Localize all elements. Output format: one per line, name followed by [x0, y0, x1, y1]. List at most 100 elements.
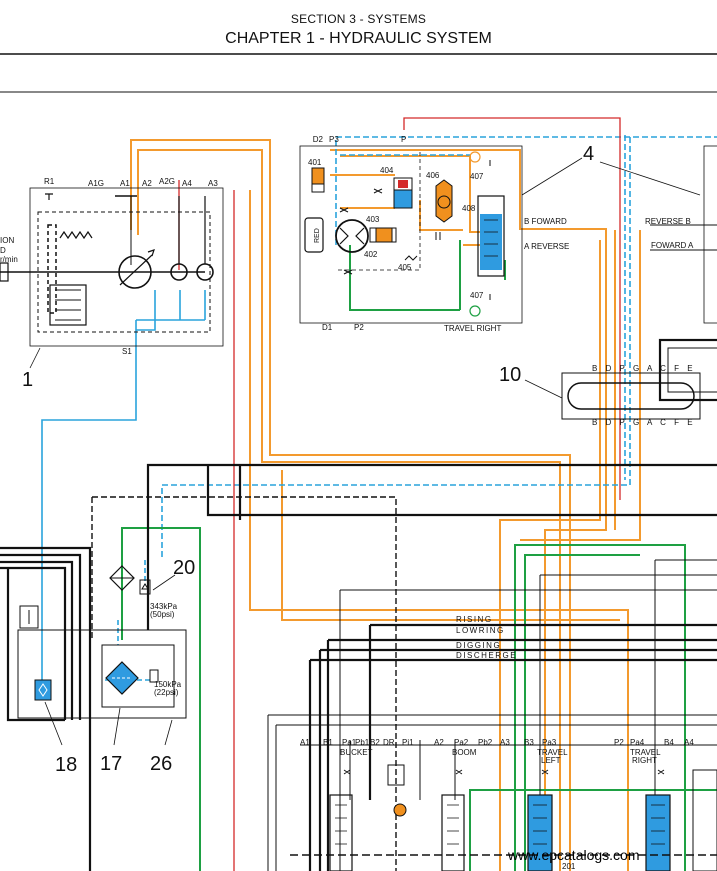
cv-b4: B4 — [664, 738, 674, 747]
label-343kpa: 343kPa — [150, 602, 178, 611]
pump-inner-border — [37, 211, 211, 333]
port-a2g: A2G — [159, 177, 175, 186]
port-p2: P2 — [354, 323, 364, 332]
cv-travel-right-2: RIGHT — [632, 756, 657, 765]
label-150kpa: 150kPa — [154, 680, 182, 689]
control-valve-assembly — [290, 764, 717, 871]
blue-tank-dashed — [105, 560, 150, 681]
cv-b1: B1 — [323, 738, 333, 747]
callout-20: 20 — [173, 557, 195, 579]
cv-201: 201 — [562, 862, 576, 871]
cv-travel-left-2: LEFT — [541, 756, 561, 765]
pump-block-border — [29, 187, 224, 347]
label-22psi: (22psi) — [154, 688, 179, 697]
callout-4: 4 — [583, 143, 594, 165]
oil-cooler — [109, 565, 135, 591]
label-digging: DIGGING — [456, 641, 501, 650]
cv-b3: B3 — [524, 738, 534, 747]
cv-pi1: Pi1 — [402, 738, 414, 747]
callout-4-leader-a — [521, 157, 583, 196]
cv-travel-left-1: TRAVEL — [537, 748, 568, 757]
pilot-line-labels: RISING LOWRING DIGGING DISCHERGE — [456, 615, 517, 660]
engine-text-3: r/min — [0, 255, 18, 264]
spool-next — [692, 769, 717, 871]
callout-numbers: 1 4 10 17 18 20 26 — [22, 143, 594, 776]
label-lowring: LOWRING — [456, 626, 505, 635]
travel-motor-left-assembly — [650, 145, 717, 402]
port-d1: D1 — [322, 323, 333, 332]
bypass-valve — [149, 669, 159, 683]
cv-bucket: BUCKET — [340, 748, 373, 757]
label-406: 406 — [426, 171, 440, 180]
label-407-bottom: 407 — [470, 291, 484, 300]
swivel-ports-bottom: B D P G A C F E — [592, 418, 696, 427]
valve-401 — [311, 167, 325, 185]
swivel-joint — [524, 372, 701, 420]
cv-boom: BOOM — [452, 748, 477, 757]
cv-pa2: Pa2 — [454, 738, 469, 747]
suction-strainer — [34, 679, 52, 701]
chapter-title: CHAPTER 1 - HYDRAULIC SYSTEM — [225, 30, 492, 47]
cv-pb2: Pb2 — [478, 738, 493, 747]
section-title: SECTION 3 - SYSTEMS — [290, 12, 427, 26]
spool-boom — [441, 794, 465, 871]
cv-dr: DR — [383, 738, 395, 747]
label-401: 401 — [308, 158, 322, 167]
callout-4-leader-b — [599, 161, 701, 196]
spool-travel-right — [645, 794, 671, 871]
cv-a4: A4 — [684, 738, 694, 747]
regulator-block — [49, 284, 87, 326]
label-travel-right: TRAVEL RIGHT — [444, 324, 501, 333]
pump-assembly — [0, 187, 224, 369]
valve-408 — [480, 214, 502, 270]
check-valve-20 — [139, 579, 151, 595]
label-rising: RISING — [456, 615, 493, 624]
callout-1: 1 — [22, 369, 33, 391]
label-a-reverse: A REVERSE — [524, 242, 569, 251]
spool-bucket — [329, 794, 353, 871]
cv-p2: P2 — [614, 738, 624, 747]
label-discherge: DISCHERGE — [456, 651, 517, 660]
watermark-text: www.epcatalogs.com — [507, 847, 640, 863]
cv-pa4: Pa4 — [630, 738, 645, 747]
callout-10: 10 — [499, 364, 521, 386]
travel-motor-assembly — [299, 145, 701, 324]
port-a2: A2 — [142, 179, 152, 188]
label-407-top: 407 — [470, 172, 484, 181]
black-main-lines — [0, 463, 717, 871]
port-a4: A4 — [182, 179, 192, 188]
swivel-outer — [561, 372, 701, 420]
filter-tank-assembly — [17, 565, 187, 746]
filter-labels: 343kPa (50psi) 150kPa (22psi) — [150, 602, 182, 697]
callout-18: 18 — [55, 754, 77, 776]
cv-pa3: Pa3 — [542, 738, 557, 747]
control-valve-labels: A1 B1 Pa1 Pb1 B2 DR Pi1 A2 Pa2 Pb2 A3 B3… — [300, 738, 694, 871]
cv-pa1: Pa1 — [342, 738, 357, 747]
brake-red — [304, 217, 324, 253]
engine-text-2: D — [0, 246, 6, 255]
pump-port-labels: R1 A1G A1 A2 A2G A4 A3 S1 ION D r/min — [0, 177, 218, 356]
engine-text-1: ION — [0, 236, 14, 245]
tank-outline — [17, 629, 187, 719]
valve-404 — [393, 189, 413, 209]
cv-a2: A2 — [434, 738, 444, 747]
cv-b2: B2 — [370, 738, 380, 747]
label-405: 405 — [398, 263, 412, 272]
label-b-forward: B FOWARD — [524, 217, 567, 226]
label-50psi: (50psi) — [150, 610, 175, 619]
port-s1: S1 — [122, 347, 132, 356]
valve-406 — [435, 179, 453, 223]
port-d2: D2 — [313, 135, 324, 144]
pilot-valve-pi1 — [393, 803, 407, 817]
swivel-labels: B D P G A C F E B D P G A C F E — [592, 364, 696, 427]
swivel-ports-top: B D P G A C F E — [592, 364, 696, 373]
cv-a3: A3 — [500, 738, 510, 747]
port-a1g: A1G — [88, 179, 104, 188]
port-r1: R1 — [44, 177, 55, 186]
label-reverse-b: REVERSE B — [645, 217, 691, 226]
black-dashed-enclosure — [91, 496, 397, 871]
cv-travel-right-1: TRAVEL — [630, 748, 661, 757]
port-p: P — [401, 135, 406, 144]
label-404: 404 — [380, 166, 394, 175]
